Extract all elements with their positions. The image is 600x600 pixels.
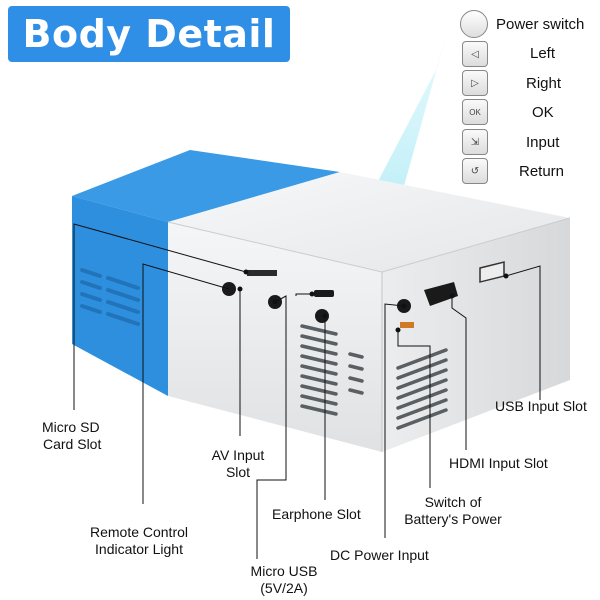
page-title: Body Detail	[22, 12, 276, 56]
white-right-panel	[382, 218, 570, 452]
left-arrow-icon: ◁	[462, 41, 488, 67]
micro-sd-slot-port	[247, 270, 277, 276]
hdmi-port	[424, 282, 458, 306]
callout-micro-usb: Micro USB (5V/2A)	[250, 563, 318, 596]
control-label-ok: OK	[532, 104, 554, 121]
micro-usb-port	[314, 290, 334, 297]
callout-battery-switch: Switch of Battery's Power	[404, 494, 502, 527]
control-label-return: Return	[519, 163, 565, 180]
callout-av-input: AV Input Slot	[211, 447, 265, 480]
battery-switch-port	[400, 322, 414, 328]
control-label-power: Power switch	[496, 16, 585, 33]
usb-port	[479, 261, 505, 283]
input-icon: ⇲	[462, 129, 488, 155]
callout-usb: USB Input Slot	[495, 398, 587, 414]
side-vents	[396, 348, 448, 430]
power-circle-icon	[460, 10, 488, 38]
control-label-input: Input	[526, 134, 560, 151]
right-arrow-icon: ▷	[462, 70, 488, 96]
callout-remote-control: Remote Control Indicator Light	[89, 524, 189, 557]
callout-micro-sd: Micro SD Card Slot	[42, 419, 102, 452]
white-front-panel	[168, 222, 382, 452]
front-vents	[300, 324, 364, 416]
callout-hdmi: HDMI Input Slot	[449, 455, 548, 471]
control-label-right: Right	[526, 75, 562, 92]
white-top-panel	[168, 172, 570, 272]
leader-lines	[73, 223, 541, 559]
ok-icon: OK	[462, 99, 488, 125]
callout-earphone: Earphone Slot	[272, 506, 361, 522]
title-banner: Body Detail	[8, 6, 290, 62]
return-icon: ↺	[462, 158, 488, 184]
blue-top-panel	[72, 150, 340, 222]
blue-vents	[80, 268, 140, 326]
control-label-left: Left	[530, 45, 556, 62]
callout-dc-power: DC Power Input	[330, 547, 429, 563]
